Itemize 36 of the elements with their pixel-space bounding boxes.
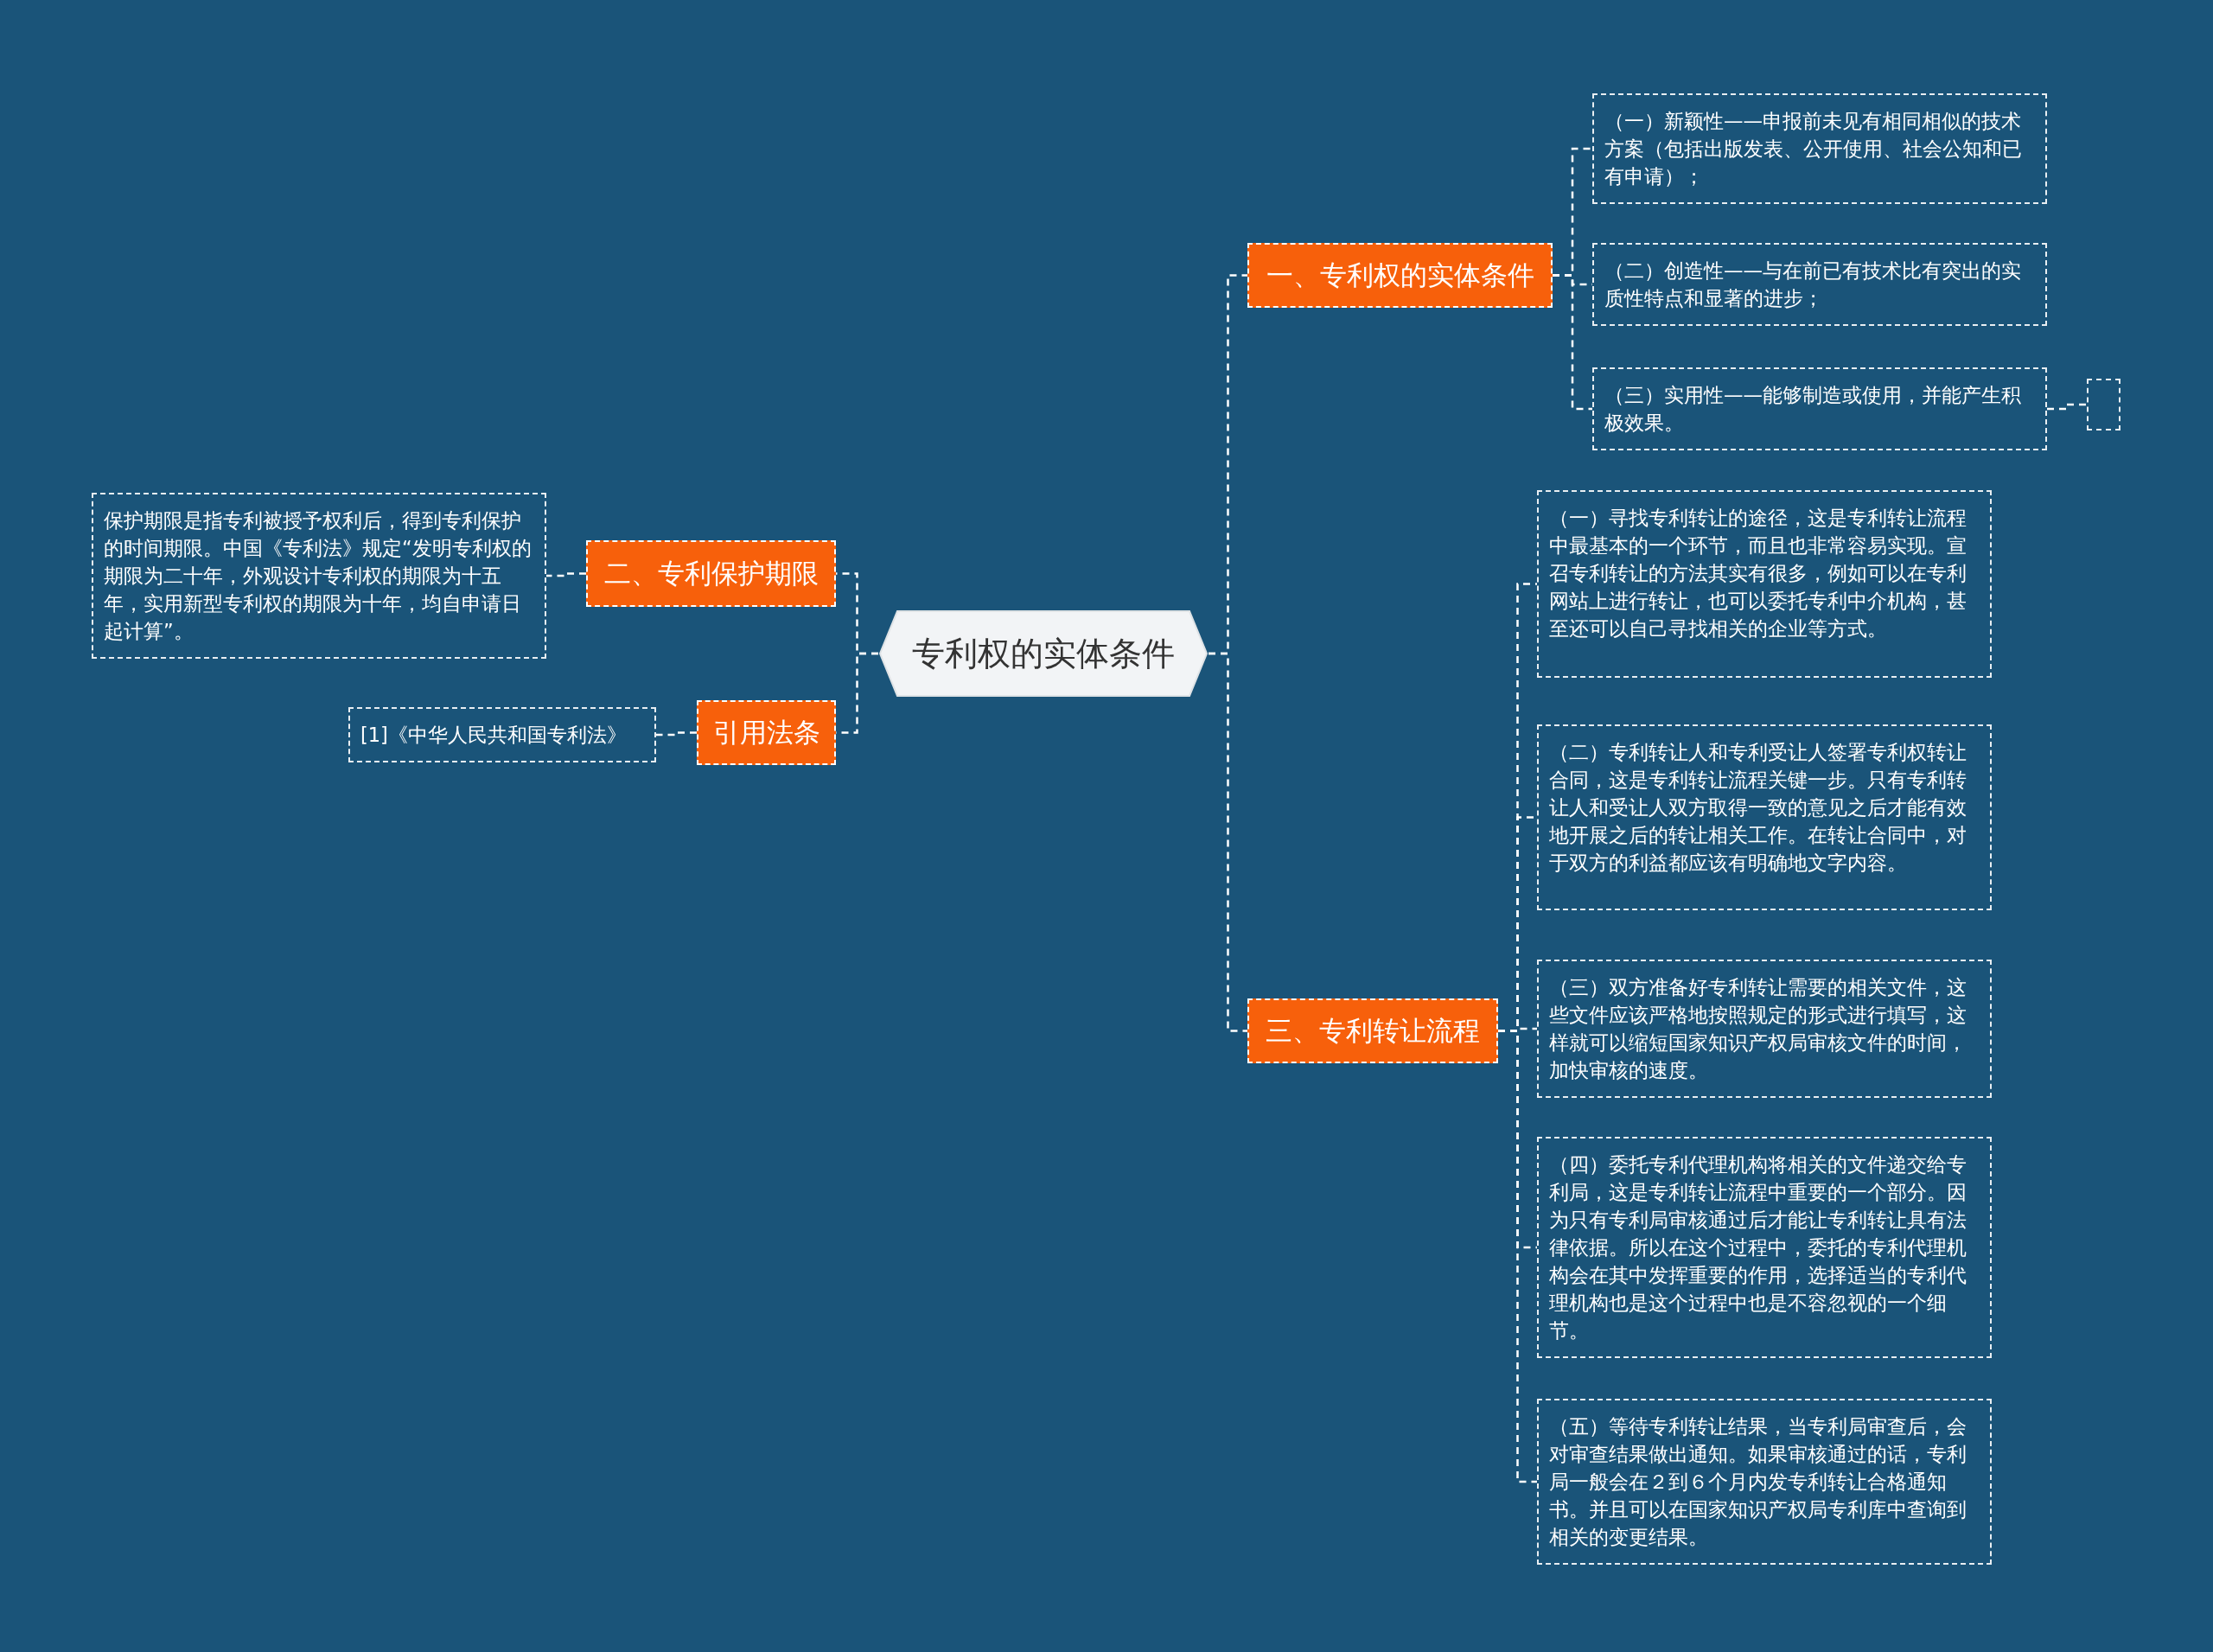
connector-line [656, 731, 697, 737]
central-topic-text: 专利权的实体条件 [912, 633, 1175, 674]
note-box [1592, 93, 2047, 204]
note-box [1537, 960, 1992, 1098]
topic-text: 引用法条 [712, 715, 820, 749]
connector-line [1209, 652, 1247, 1032]
note-text: （二）创造性——与在前已有技术比有突出的实质性特点和显著的进步； [1604, 258, 2022, 311]
note-text: （四）委托专利代理机构将相关的文件递交给专利局，这是专利转让流程中重要的一个部分。因为只有专利局审核通过后才能让专利转让具有法律依据。所以在这个过程中，委托的专利代理机构会在其中发挥重要的作用，选择适当的专利代理机构也是这个过程中也是不容忽视的一个细节。 [1549, 1152, 1967, 1343]
note-text: （一）寻找专利转让的途径，这是专利转让流程中最基本的一个环节，而且也非常容易实现。宣召专利转让的方法其实有很多，例如可以在专利网站上进行转让，也可以委托专利中介机构，甚至还可以自己寻找相关的企业等方式。 [1549, 506, 1967, 641]
note-box [1592, 243, 2047, 326]
note-box [1537, 1137, 1992, 1358]
topic-text: 一、专利权的实体条件 [1266, 258, 1534, 292]
note-text: 保护期限是指专利被授予权利后，得到专利保护的时间期限。中国《专利法》规定“发明专利权的期限为二十年，外观设计专利权的期限为十五年，实用新型专利权的期限为十年，均自申请日起计算”。 [104, 508, 533, 644]
topic-box [1247, 243, 1553, 308]
connector-line [546, 572, 586, 577]
central-topic-node [878, 609, 1209, 698]
topic-box [586, 540, 836, 607]
note-box [348, 707, 656, 762]
topic-box [1247, 998, 1498, 1063]
connector-line [2047, 403, 2087, 411]
topic-text: 二、专利保护期限 [603, 556, 819, 590]
connector-line [1553, 274, 1592, 411]
note-box [92, 493, 546, 659]
note-text: （三）双方准备好专利转让需要的相关文件，这些文件应该严格地按照规定的形式进行填写，这样就可以缩短国家知识产权局审核文件的时间，加快审核的速度。 [1549, 975, 1967, 1083]
note-box [1537, 490, 1992, 678]
note-text: （一）新颖性——申报前未见有相同相似的技术方案（包括出版发表、公开使用、社会公知和已有申请）； [1604, 109, 2023, 189]
note-box [1537, 724, 1992, 910]
note-box [1537, 1399, 1992, 1565]
topic-box [697, 700, 836, 765]
note-text: （二）专利转让人和专利受让人签署专利权转让合同，这是专利转让流程关键一步。只有专利转让人和受让人双方取得一致的意见之后才能有效地开展之后的转让相关工作。在转让合同中，对于双方的利益都应该有明确地文字内容。 [1549, 740, 1967, 876]
note-box [1592, 367, 2047, 450]
empty-box [2087, 379, 2121, 431]
note-text: [1]《中华人民共和国专利法》 [360, 723, 628, 748]
topic-text: 三、专利转让流程 [1266, 1013, 1480, 1048]
note-text: （三）实用性——能够制造或使用，并能产生积极效果。 [1604, 383, 2022, 436]
note-text: （五）等待专利转让结果，当专利局审查后，会对审查结果做出通知。如果审核通过的话，专利局一般会在２到６个月内发专利转让合格通知书。并且可以在国家知识产权局专利库中查询到相关的变更结果。 [1549, 1414, 1967, 1550]
